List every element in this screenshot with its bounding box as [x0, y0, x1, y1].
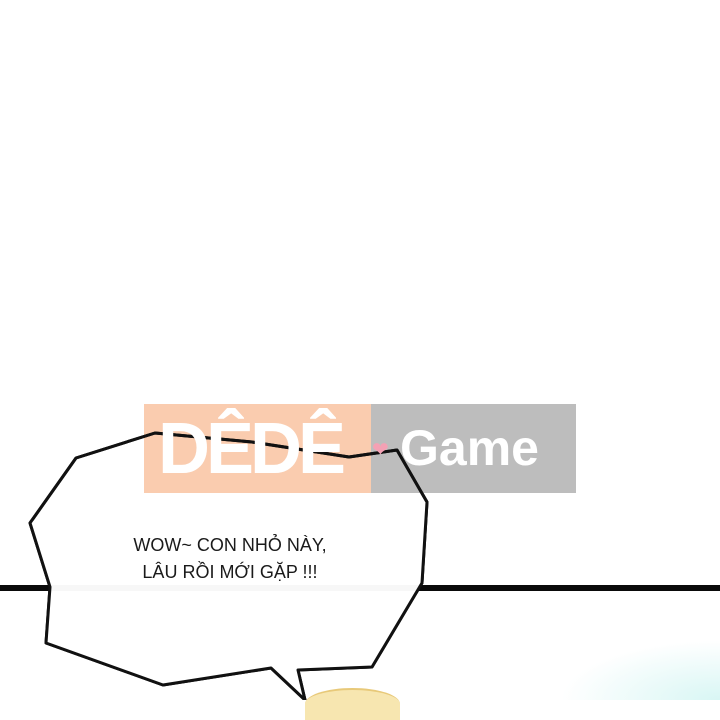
background-glow: [560, 640, 720, 700]
watermark-orange-block: [144, 404, 371, 493]
watermark-logo-right: Game: [400, 420, 539, 476]
speech-bubble-text: WOW~ CON NHỎ NÀY, LÂU RỒI MỚI GẶP !!!: [60, 532, 400, 586]
speech-bubble-shape: [28, 431, 429, 700]
heart-icon: ❤: [372, 439, 389, 461]
speech-line-2: LÂU RỒI MỚI GẶP !!!: [142, 562, 318, 582]
watermark-gray-block: [371, 404, 576, 493]
watermark-logo-left: DÊDÊ: [158, 409, 346, 489]
speech-line-1: WOW~ CON NHỎ NÀY,: [133, 535, 327, 555]
